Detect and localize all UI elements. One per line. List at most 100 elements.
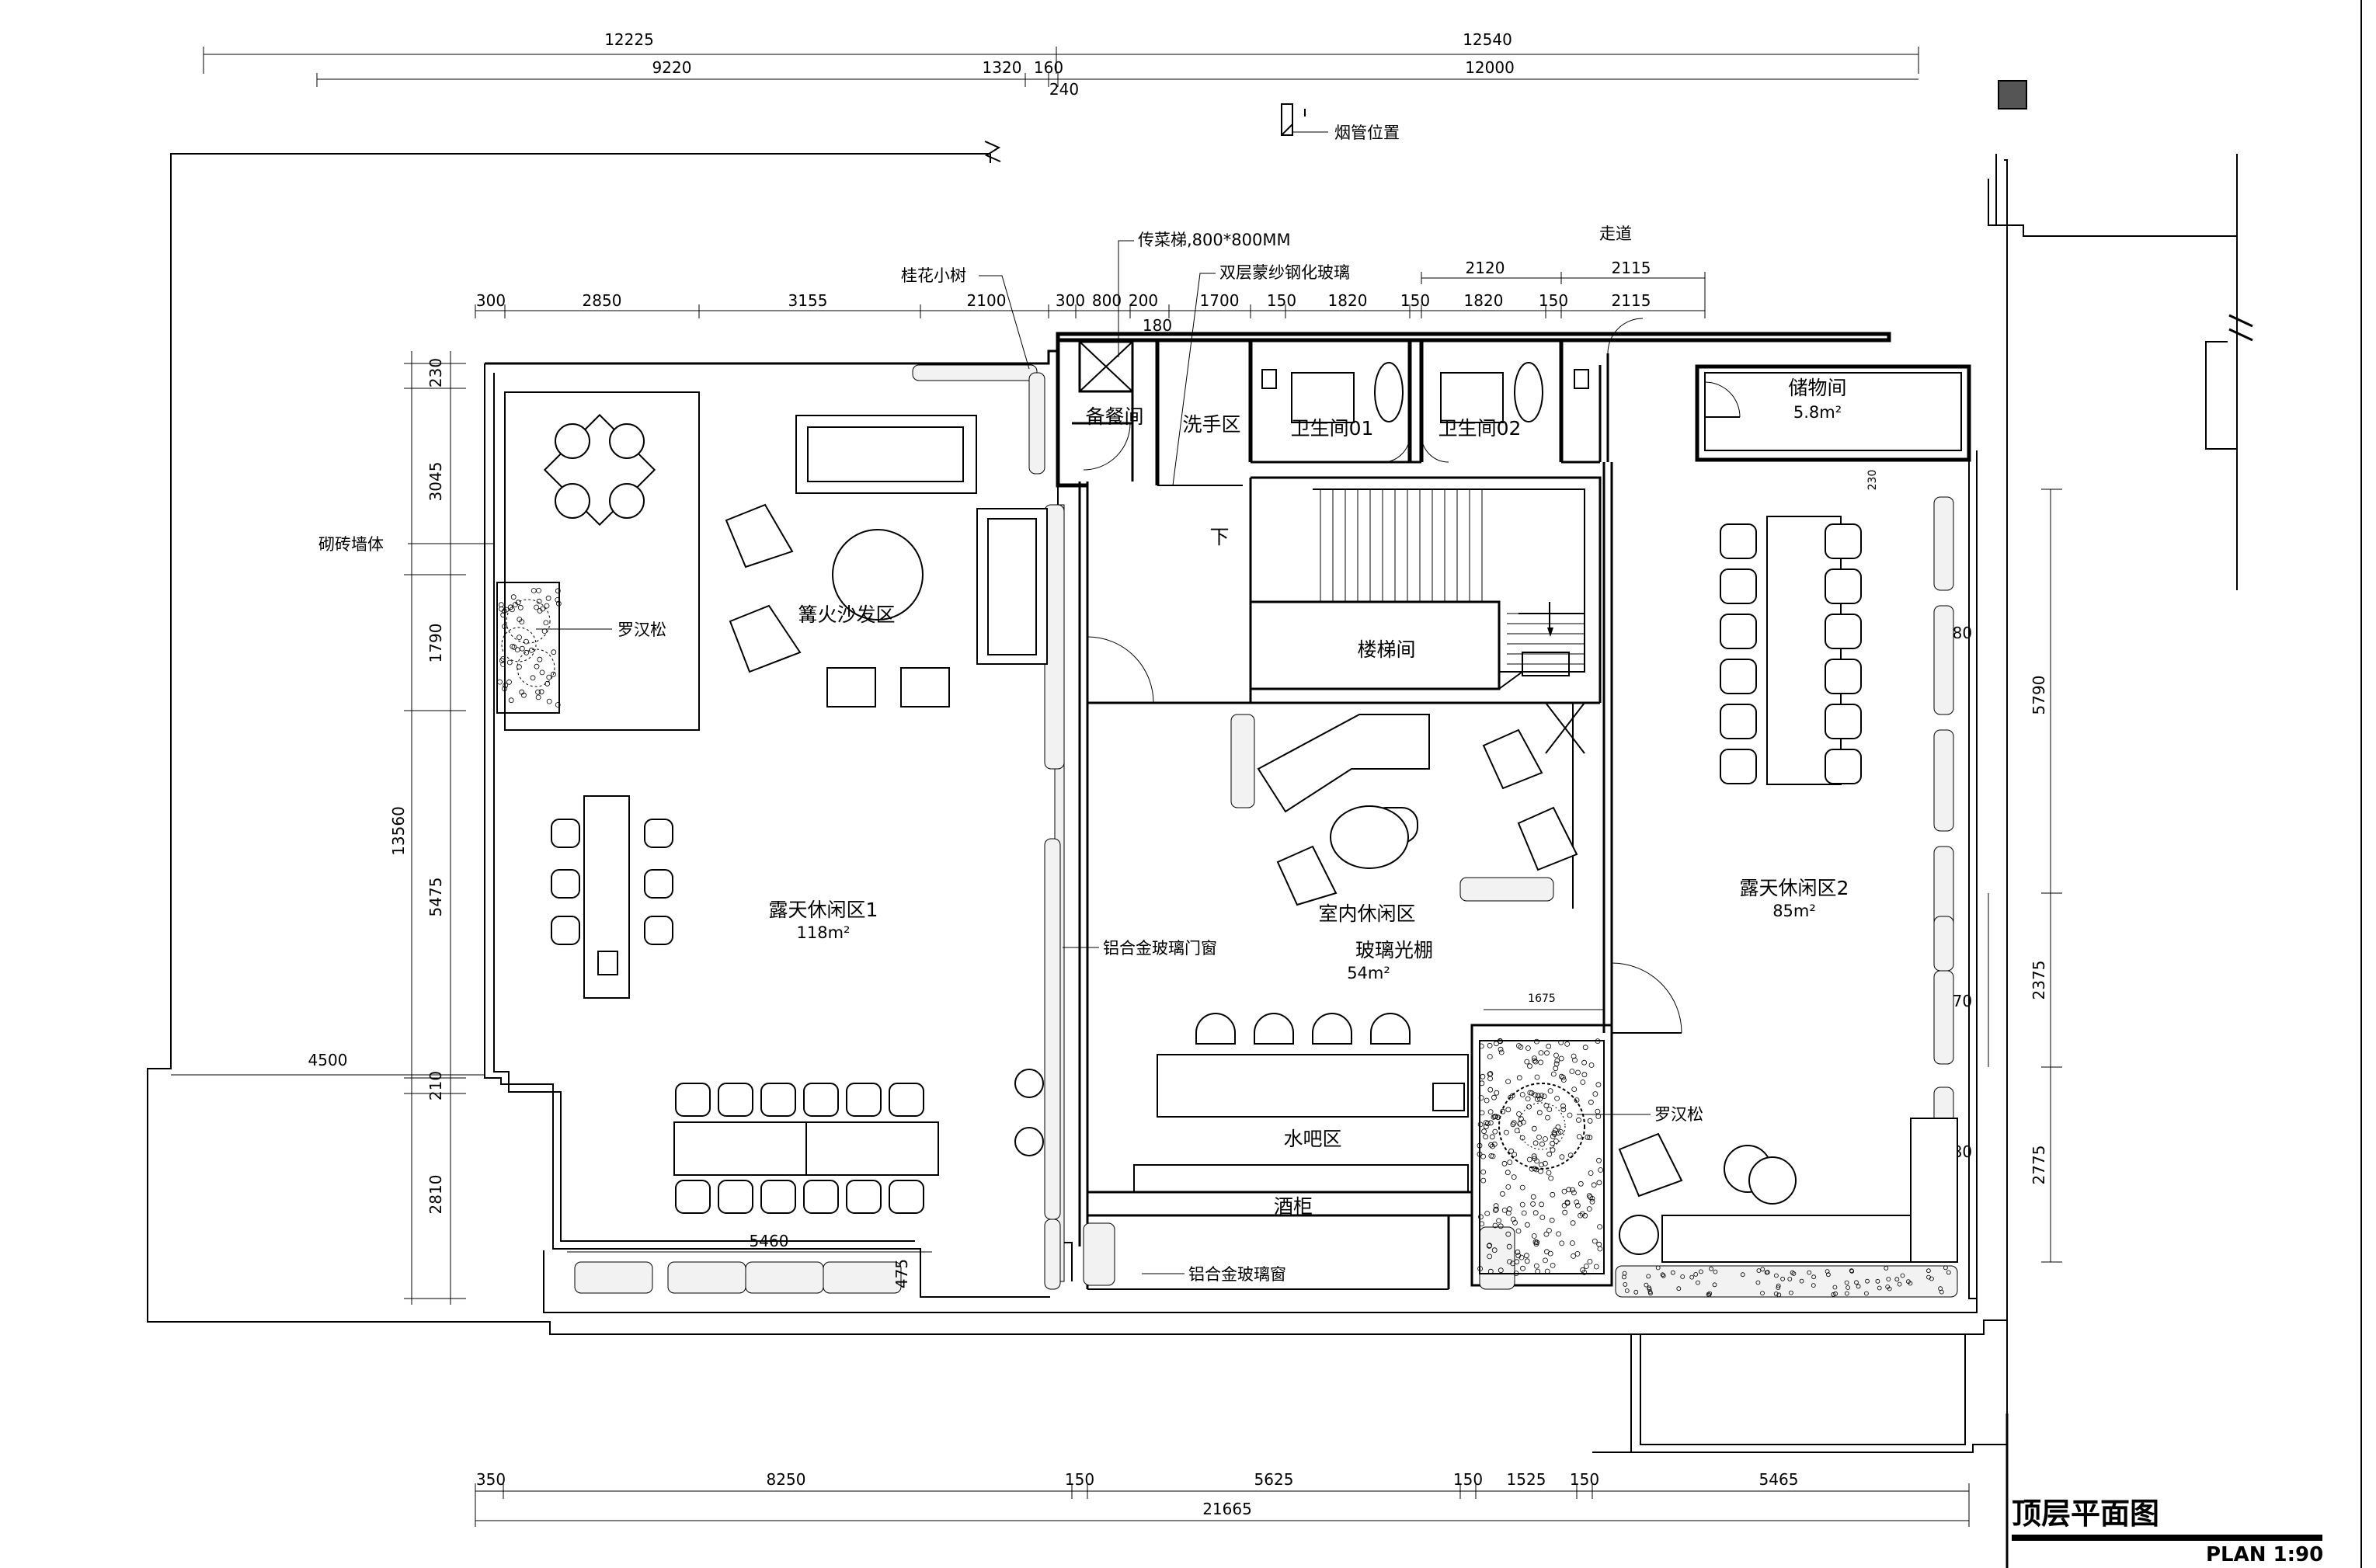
foliage-dot bbox=[1534, 1239, 1540, 1246]
foliage-dot bbox=[1740, 1272, 1745, 1278]
foliage-dot bbox=[1539, 1201, 1544, 1208]
foliage-dot bbox=[1833, 1291, 1839, 1296]
foliage-dot bbox=[502, 608, 507, 614]
foliage-dot bbox=[1596, 1241, 1602, 1247]
foliage-dot bbox=[1680, 1274, 1685, 1279]
foliage-dot bbox=[1494, 1090, 1500, 1096]
chair bbox=[551, 869, 580, 899]
chimney-label: 烟管位置 bbox=[1334, 123, 1400, 142]
foliage-dot bbox=[1517, 1121, 1523, 1127]
ottoman bbox=[900, 667, 950, 708]
foliage-dot bbox=[1538, 1050, 1544, 1055]
foliage-dot bbox=[497, 679, 503, 685]
foliage-dot bbox=[517, 635, 522, 640]
top-dim-240: 240 bbox=[1049, 80, 1079, 99]
pantry-label: 备餐间 bbox=[1085, 405, 1143, 428]
dim-800: 800 bbox=[1092, 291, 1122, 310]
foliage-dot bbox=[1491, 1247, 1498, 1253]
pine-right-callout: 罗汉松 bbox=[1654, 1105, 1703, 1124]
foliage-dot bbox=[1939, 1289, 1944, 1295]
legend-swatch bbox=[1998, 80, 2027, 110]
foliage-dot bbox=[1533, 1263, 1539, 1269]
sectional-sofa bbox=[795, 415, 977, 494]
foliage-dot bbox=[1570, 1187, 1575, 1193]
dim-4500: 4500 bbox=[308, 1051, 348, 1069]
foliage-dot bbox=[1519, 1092, 1525, 1097]
foliage-dot bbox=[1885, 1285, 1891, 1289]
washing-label: 洗手区 bbox=[1182, 413, 1240, 436]
brick-wall-callout: 砌砖墙体 bbox=[318, 535, 384, 554]
foliage-dot bbox=[1581, 1059, 1587, 1066]
foliage-dot bbox=[538, 689, 544, 695]
foliage-dot bbox=[535, 694, 541, 701]
top-dim-12000: 12000 bbox=[1465, 58, 1515, 77]
dim-1700: 1700 bbox=[1200, 291, 1240, 310]
foliage-dot bbox=[1884, 1266, 1889, 1271]
round-table bbox=[1619, 1215, 1659, 1255]
indoor-area: 54m² bbox=[1347, 964, 1390, 982]
foliage-dot bbox=[1561, 1188, 1567, 1194]
foliage-dot bbox=[1624, 1288, 1630, 1293]
foliage-dot bbox=[1548, 1175, 1554, 1181]
title-block: 顶层平面图 PLAN 1:90 bbox=[2006, 0, 2362, 1568]
foliage-dot bbox=[1530, 1194, 1536, 1200]
wc2-label: 卫生间02 bbox=[1438, 417, 1522, 440]
lounge-chair bbox=[1618, 1132, 1683, 1198]
foliage-dot bbox=[1788, 1290, 1793, 1295]
chair bbox=[1825, 523, 1862, 559]
foliage-dot bbox=[1524, 1059, 1530, 1065]
chair bbox=[1720, 568, 1757, 604]
foliage-dot bbox=[1655, 1265, 1661, 1271]
chair bbox=[675, 1180, 711, 1214]
foliage-dot bbox=[1546, 1170, 1552, 1176]
dim-150-a: 150 bbox=[1267, 291, 1296, 310]
foliage-dot bbox=[1574, 1251, 1581, 1257]
foliage-dot bbox=[1477, 1121, 1484, 1128]
dim-230-right: 230 bbox=[1866, 470, 1879, 491]
foliage-dot bbox=[1526, 1104, 1532, 1110]
foliage-dot bbox=[1487, 1042, 1493, 1048]
pine-left-callout: 罗汉松 bbox=[617, 621, 666, 639]
foliage-dot bbox=[1514, 1128, 1520, 1134]
foliage-dot bbox=[1525, 1096, 1531, 1102]
bot-dim-150-b: 150 bbox=[1453, 1470, 1483, 1489]
foliage-dot bbox=[1760, 1267, 1765, 1272]
foliage-dot bbox=[1856, 1284, 1861, 1289]
outdoor1-label: 露天休闲区1 bbox=[769, 899, 878, 921]
foliage-dot bbox=[1633, 1289, 1639, 1295]
foliage-dot bbox=[534, 663, 540, 669]
foliage-dot bbox=[1905, 1279, 1911, 1285]
foliage-dot bbox=[1571, 1190, 1577, 1196]
foliage-dot bbox=[1518, 1044, 1524, 1050]
outer-slab-outline bbox=[147, 109, 2253, 1453]
dim-210: 210 bbox=[426, 1071, 445, 1100]
foliage-dot bbox=[1505, 1210, 1512, 1216]
foliage-dot bbox=[1661, 1273, 1666, 1278]
hedge bbox=[1044, 838, 1061, 1220]
foliage-dot bbox=[1578, 1212, 1583, 1219]
foliage-dot bbox=[1562, 1209, 1568, 1215]
stool bbox=[1014, 1127, 1044, 1156]
foliage-dot bbox=[1549, 1217, 1555, 1223]
foliage-dot bbox=[1543, 1231, 1550, 1237]
dim-3155: 3155 bbox=[788, 291, 828, 310]
round-chair bbox=[555, 423, 590, 459]
foliage-dot bbox=[1567, 1112, 1573, 1118]
foliage-dot bbox=[1525, 1045, 1531, 1051]
foliage-dot bbox=[524, 649, 530, 655]
foliage-dot bbox=[1776, 1285, 1781, 1290]
storage-room bbox=[1695, 364, 1971, 462]
chimney-symbol: 烟管位置 bbox=[1281, 103, 1400, 142]
foliage-dot bbox=[1588, 1099, 1594, 1105]
foliage-dot bbox=[1706, 1292, 1711, 1297]
dim-5475: 5475 bbox=[426, 878, 445, 917]
foliage-dot bbox=[1555, 1124, 1561, 1130]
foliage-dot bbox=[1493, 1114, 1499, 1119]
foliage-dot bbox=[1505, 1231, 1512, 1237]
foliage-dot bbox=[1877, 1285, 1882, 1291]
osmanthus-callout: 桂花小树 bbox=[901, 266, 966, 285]
foliage-dot bbox=[1546, 1107, 1553, 1112]
foliage-dot bbox=[1844, 1291, 1849, 1296]
foliage-dot bbox=[1480, 1177, 1487, 1184]
foliage-dot bbox=[1574, 1097, 1580, 1103]
